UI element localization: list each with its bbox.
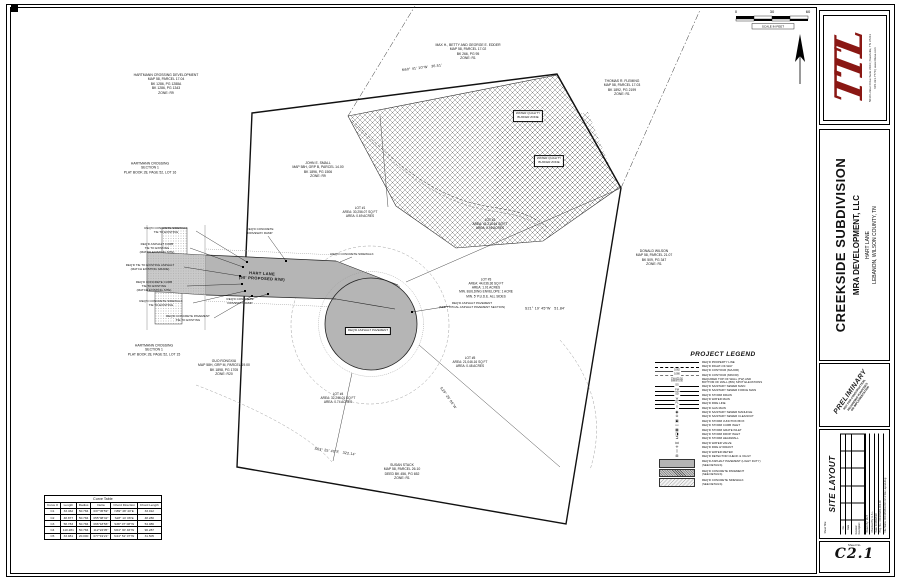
legend-symbol-icon: ▭ bbox=[675, 423, 679, 428]
sheet-number: C2.1 bbox=[834, 546, 875, 562]
legend-item: ▣REQ'D STORM JUNCTION BOX bbox=[652, 419, 794, 423]
drawn-by: Drawn By: MLH bbox=[865, 433, 870, 535]
client-name: MRA DEVELOPMENT, LLC bbox=[851, 194, 860, 296]
legend-swatch bbox=[659, 478, 695, 487]
legend-symbol-icon: ⊙ bbox=[675, 414, 679, 419]
legend-symbol-icon: ◉ bbox=[675, 409, 679, 414]
preliminary-stamp: PRELIMINARY NOT FOR CONSTRUCTION, RECORD… bbox=[819, 363, 890, 427]
sheet-border-outer bbox=[6, 4, 895, 577]
plot-date: Date: 10/30/2018 bbox=[874, 433, 879, 535]
road-corridor bbox=[206, 255, 336, 299]
legend-swatch bbox=[659, 468, 695, 478]
driveway-ramp-top bbox=[161, 227, 188, 259]
legend-item: ◨REQ'D STORM DROP INLET bbox=[652, 431, 794, 437]
legend-symbol-icon: ⊞ bbox=[675, 453, 679, 458]
scale-caption: SCALE IN FEET bbox=[762, 25, 784, 29]
legend-symbol-icon: ⋈ bbox=[675, 440, 679, 445]
rev-col-no: No. bbox=[840, 519, 846, 535]
legend-item: ⊙REQ'D SANITARY SEWER CLEANOUT bbox=[652, 415, 794, 419]
legend-symbol-icon: ✛ bbox=[675, 445, 679, 450]
project-title: CREEKSIDE SUBDIVISION bbox=[832, 157, 847, 333]
project-city: LEBANON, WILSON COUNTY, TN bbox=[871, 206, 877, 284]
legend-item: ▭REQ'D STORM CURB INLET bbox=[652, 423, 794, 428]
legend-symbol-icon: ⊐ bbox=[675, 436, 679, 441]
legend-symbol-icon: ◨ bbox=[675, 431, 679, 436]
sheet-title: SITE LAYOUT bbox=[827, 455, 837, 513]
legend-symbol-icon: ▯ bbox=[676, 449, 678, 454]
ttl-logo: TTL bbox=[825, 28, 871, 107]
rev-col-date: Date bbox=[845, 519, 852, 535]
legend-item: ◉REQ'D SANITARY SEWER MANHOLE bbox=[652, 409, 794, 415]
legend-title: PROJECT LEGEND bbox=[690, 351, 756, 358]
legend-swatch bbox=[659, 459, 695, 468]
firm-phone: 615.331.7770 | www.ttlusa.com bbox=[872, 46, 877, 89]
legend-item: ⋈REQ'D WATER VALVE bbox=[652, 441, 794, 445]
lot-lines bbox=[332, 115, 622, 468]
legend-item: ▯REQ'D WATER METER bbox=[652, 450, 794, 454]
sidewalk-ring bbox=[318, 271, 424, 377]
legend-item: REQ'D PROPERTY LINE bbox=[652, 360, 794, 364]
preliminary-line1: NOT FOR CONSTRUCTION, bbox=[841, 378, 866, 411]
cul-de-sac-bulb bbox=[325, 278, 417, 370]
scale-bar: 0 30 60 SCALE IN FEET bbox=[735, 9, 811, 30]
sheet-title-label: Sheet Title: bbox=[823, 520, 827, 534]
legend-item: ▦REQ'D STORM GRATE INLET bbox=[652, 428, 794, 432]
scale-tick-0: 0 bbox=[735, 9, 738, 14]
project-street: HART LANE bbox=[864, 231, 870, 259]
north-arrow-icon bbox=[795, 34, 805, 84]
legend-item: ⊐REQ'D STORM HEADWALL bbox=[652, 437, 794, 441]
legend-item: REQ'D ASPHALT PAVEMENT (LIGHT DUTY) (SEE… bbox=[652, 459, 794, 469]
legend-symbol-icon: ▣ bbox=[675, 418, 679, 423]
titleblock-project-box: CREEKSIDE SUBDIVISION MRA DEVELOPMENT, L… bbox=[819, 129, 890, 361]
scale-tick-60: 60 bbox=[806, 9, 811, 14]
scale-tick-30: 30 bbox=[770, 9, 775, 14]
legend-item: REQ'D RIGHT-OF-WAY bbox=[652, 364, 794, 368]
sheet-number-box: Sheet No. C2.1 bbox=[819, 541, 890, 573]
legend-symbol-icon: ▦ bbox=[675, 427, 679, 432]
legend-item: ⊞REQ'D DETECTOR CHECK & VAULT bbox=[652, 454, 794, 458]
revision-box: Sheet Title: SITE LAYOUT No. Date Revisi… bbox=[819, 429, 890, 539]
setback-arcs bbox=[195, 245, 597, 471]
legend-item: REQ'D CONCRETE PAVEMENT (SEE DETAILS) bbox=[652, 468, 794, 478]
property-boundary bbox=[236, 5, 701, 525]
legend-item: REQ'D CONCRETE SIDEWALK (SEE DETAILS) bbox=[652, 478, 794, 488]
legend-item: ✛REQ'D FIRE HYDRANT bbox=[652, 445, 794, 450]
curve-table-title: Curve Table bbox=[44, 495, 162, 503]
titleblock-logo-box: TTL 5010 Linbar Drive Suite #103 | Nashv… bbox=[819, 10, 890, 125]
corner-mark bbox=[11, 5, 18, 12]
revision-table: No. Date Revision Description bbox=[840, 433, 866, 535]
sheet-number-label: Sheet No. bbox=[847, 543, 862, 547]
file-name: File Name: 000105281-002 C2.1 Site Layou… bbox=[883, 477, 887, 533]
rev-col-desc: Revision Description bbox=[851, 519, 865, 535]
project-number: Proj. No.: 000105281-002-00 bbox=[878, 433, 884, 535]
driveway-ramp-bottom bbox=[154, 291, 183, 325]
checked-by: Checked By: E.S.L. bbox=[869, 433, 875, 535]
leader-lines bbox=[183, 230, 451, 319]
flood-hatch-area bbox=[347, 74, 621, 249]
title-block: TTL 5010 Linbar Drive Suite #103 | Nashv… bbox=[816, 7, 893, 574]
road-hart-lane bbox=[146, 227, 424, 377]
